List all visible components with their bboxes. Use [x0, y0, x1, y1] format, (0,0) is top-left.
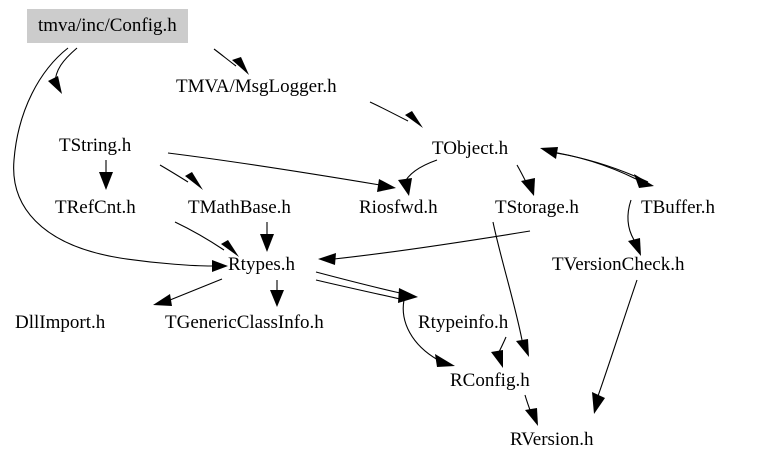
edge-tstring-to-tmathbase: [159, 164, 203, 190]
node-tversioncheck-h[interactable]: TVersionCheck.h: [552, 254, 685, 275]
edge-rtypes-to-rtypeinfo: [315, 271, 418, 303]
edge-riosfwd-to-rtypes: [174, 221, 239, 257]
edge-tstorage-to-rconfig: [492, 221, 529, 357]
edge-tobject-to-tbuffer: [545, 150, 654, 188]
node-tgenericclassinfo-h[interactable]: TGenericClassInfo.h: [165, 312, 324, 333]
node-tstring-h[interactable]: TString.h: [59, 135, 132, 156]
node-tstorage-h[interactable]: TStorage.h: [495, 197, 579, 218]
node-rtypeinfo-h[interactable]: Rtypeinfo.h: [418, 312, 509, 333]
edge-tstring-to-trefcnt: [99, 160, 113, 190]
edge-tbuffer-to-tobject: [540, 147, 649, 183]
node-tobject-h[interactable]: TObject.h: [432, 138, 509, 159]
edge-rtypes-to-rconfig: [402, 299, 455, 367]
node-tmva-inc-config-h[interactable]: tmva/inc/Config.h: [27, 9, 188, 43]
edge-config-to-msglogger: [213, 48, 249, 75]
edge-rtypes-to-dllimport: [153, 278, 223, 306]
edge-rtypes-to-tgenericclassinfo: [270, 280, 284, 307]
node-trefcnt-h[interactable]: TRefCnt.h: [55, 197, 136, 218]
edge-tversioncheck-to-rversion: [592, 279, 638, 414]
node-rconfig-h[interactable]: RConfig.h: [450, 370, 530, 391]
node-tmva-msglogger-h[interactable]: TMVA/MsgLogger.h: [176, 76, 337, 97]
edge-tobject-to-rtypes: [318, 230, 531, 265]
edge-config-to-rtypes: [13, 47, 228, 272]
edge-tobject-to-riosfwd: [398, 159, 438, 196]
edge-config-to-tstring: [48, 47, 78, 94]
node-rtypes-h[interactable]: Rtypes.h: [228, 254, 296, 275]
edge-msglogger-to-tobject: [369, 101, 423, 128]
node-riosfwd-h[interactable]: Riosfwd.h: [359, 197, 438, 218]
node-dllimport-h[interactable]: DllImport.h: [15, 312, 106, 333]
node-tbuffer-h[interactable]: TBuffer.h: [641, 197, 716, 218]
edge-rconfig-to-rversion: [524, 394, 538, 426]
edge-tbuffer-to-tversioncheck: [627, 199, 641, 256]
edge-rtypeinfo-to-rconfig: [491, 336, 507, 368]
edge-tstring-to-riosfwd: [167, 152, 396, 192]
edge-tobject-to-tstorage: [516, 164, 535, 196]
node-tmathbase-h[interactable]: TMathBase.h: [188, 197, 291, 218]
edge-tmathbase-to-rtypes: [260, 222, 274, 252]
node-rversion-h[interactable]: RVersion.h: [510, 429, 594, 450]
